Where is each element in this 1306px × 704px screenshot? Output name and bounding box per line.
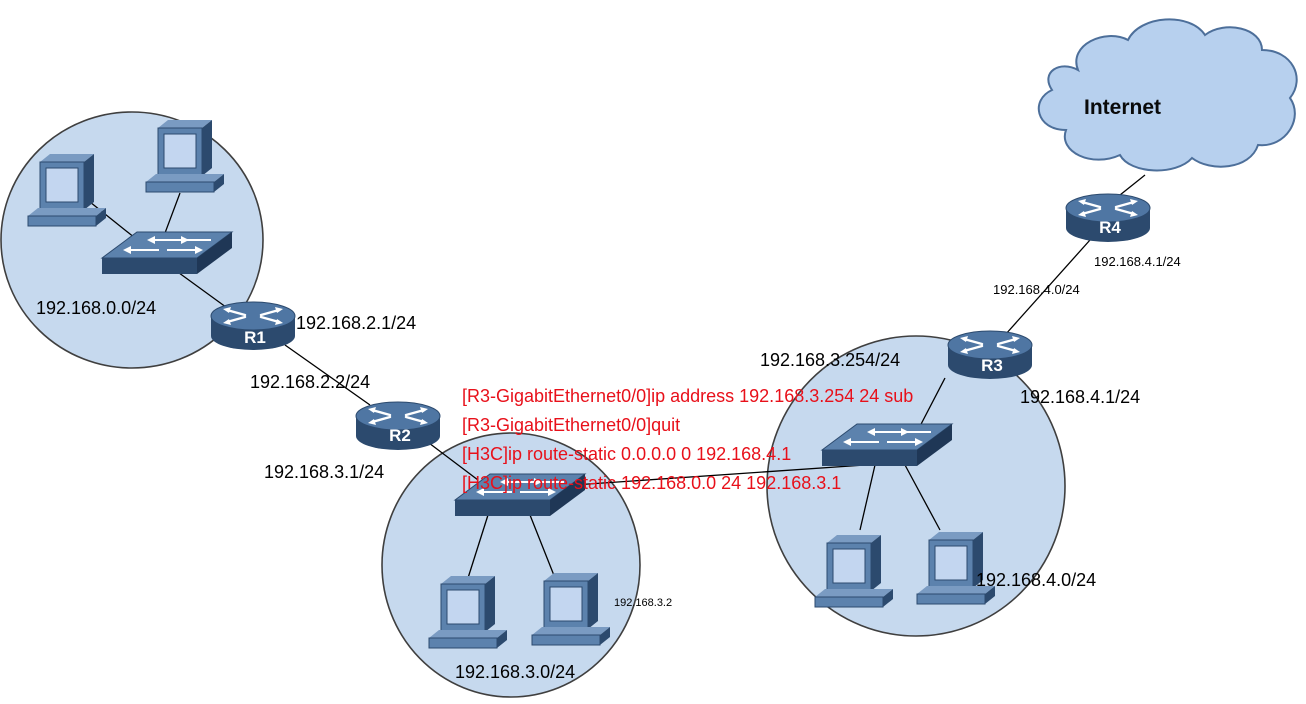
label-net-middle: 192.168.3.0/24: [455, 662, 576, 682]
internet-label: Internet: [1084, 96, 1162, 119]
label-r3-addr-left: 192.168.3.254/24: [760, 350, 901, 370]
router-r4-label: R4: [1099, 218, 1121, 237]
command-line: [H3C]ip route-static 192.168.0.0 24 192.…: [462, 473, 842, 493]
command-line: [H3C]ip route-static 0.0.0.0 0 192.168.4…: [462, 444, 792, 464]
label-r4-addr: 192.168.4.1/24: [1094, 254, 1181, 269]
label-r1-addr: 192.168.2.1/24: [296, 313, 417, 333]
network-links: [89, 174, 1146, 579]
router-r2-label: R2: [389, 426, 411, 445]
command-line: [R3-GigabitEthernet0/0]quit: [462, 415, 681, 435]
label-r2-addr-bottom: 192.168.3.1/24: [264, 462, 385, 482]
router-r1-label: R1: [244, 328, 266, 347]
command-line: [R3-GigabitEthernet0/0]ip address 192.16…: [462, 386, 914, 406]
label-net-left: 192.168.0.0/24: [36, 298, 157, 318]
router-r3-label: R3: [981, 356, 1003, 375]
label-pc-addr: 192.168.3.2: [614, 597, 673, 609]
label-r4-link-net: 192.168.4.0/24: [993, 282, 1080, 297]
internet-cloud: [1037, 18, 1298, 172]
label-r2-addr-top: 192.168.2.2/24: [250, 372, 371, 392]
label-r3-addr-right: 192.168.4.1/24: [1020, 387, 1141, 407]
label-net-right: 192.168.4.0/24: [976, 570, 1097, 590]
